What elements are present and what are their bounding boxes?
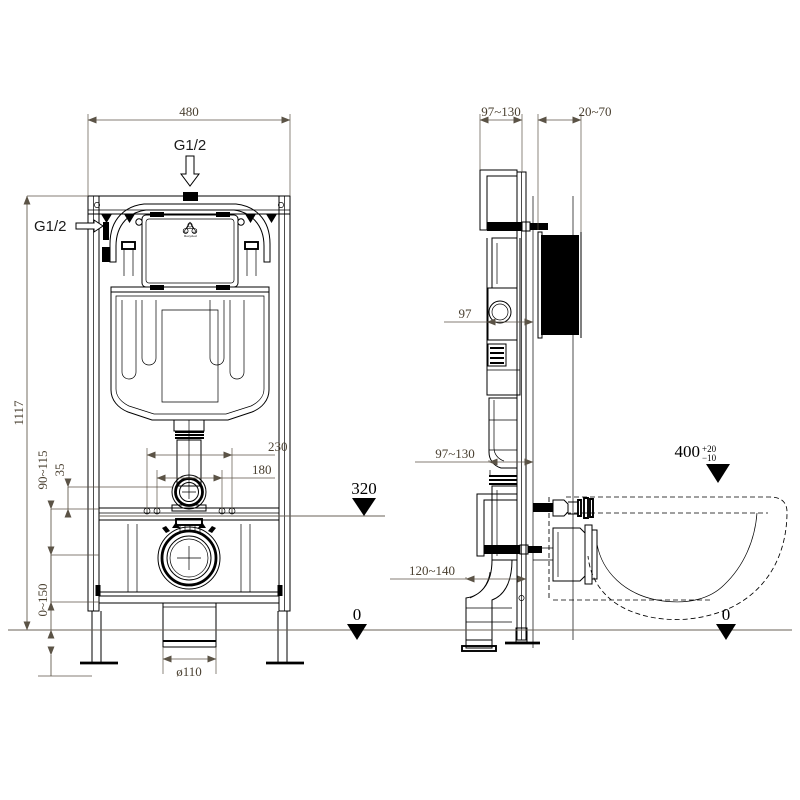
recycle-symbol-icon: Recycled (182, 221, 198, 238)
dim-bracket-range: 90~115 (35, 450, 50, 489)
level-400-tol-minus: −10 (702, 453, 717, 463)
svg-text:Recycled: Recycled (184, 234, 197, 238)
label-supply-side: G1/2 (34, 218, 67, 235)
dim-foot-adjust: 0~150 (35, 583, 50, 616)
side-view-level-marks: 400 +20 −10 0 (390, 442, 792, 640)
dim-outlet-offset: 120~140 (409, 563, 455, 578)
side-section-view: 97~130 20~70 97 97~130 120~140 (390, 104, 792, 652)
level-400-triangle-icon (706, 464, 730, 483)
front-view-level-marks: 320 0 (8, 479, 390, 640)
front-elevation-view: Recycled (8, 104, 390, 679)
left-supply-fitting (103, 222, 109, 240)
dim-overall-width: 480 (179, 104, 199, 119)
dim-overall-height: 1117 (11, 400, 26, 426)
level-320-value: 320 (351, 479, 377, 498)
dim-depth-top: 97~130 (481, 104, 521, 119)
water-inlet-port (183, 192, 198, 201)
dim-outlet-diameter: ø110 (176, 664, 202, 679)
level-0-triangle-icon-front (347, 624, 367, 640)
level-0-triangle-icon-side (716, 624, 736, 640)
level-320-triangle-icon (352, 498, 376, 516)
level-400-tol-plus: +20 (702, 444, 717, 454)
side-bowl-connectors (533, 497, 598, 585)
label-supply-top: G1/2 (174, 137, 207, 154)
level-0-value-side: 0 (722, 605, 731, 624)
front-view-dimensions: 480 1117 90~115 35 0~150 (11, 104, 291, 679)
dim-spread-outer: 230 (268, 439, 288, 454)
side-top-bracket (479, 169, 548, 232)
dim-depth-lower: 97~130 (435, 446, 475, 461)
toilet-bowl-outline (548, 496, 788, 620)
dim-offset-35: 35 (52, 464, 67, 477)
level-0-value-front: 0 (353, 605, 362, 624)
waste-outlet-connector (98, 518, 280, 604)
side-view-dimensions: 97~130 20~70 97 97~130 120~140 (390, 104, 612, 583)
side-frame-rails (505, 171, 540, 648)
dim-cistern-depth: 97 (459, 306, 473, 321)
cistern-body: Recycled (99, 192, 279, 487)
level-400-value: 400 (675, 442, 701, 461)
dim-spread-inner: 180 (252, 462, 272, 477)
arrow-right-icon (75, 219, 104, 233)
drain-stub (162, 602, 217, 648)
side-lower-bracket (476, 493, 542, 557)
dim-plate-projection: 20~70 (578, 104, 611, 119)
arrow-down-icon (180, 155, 200, 187)
